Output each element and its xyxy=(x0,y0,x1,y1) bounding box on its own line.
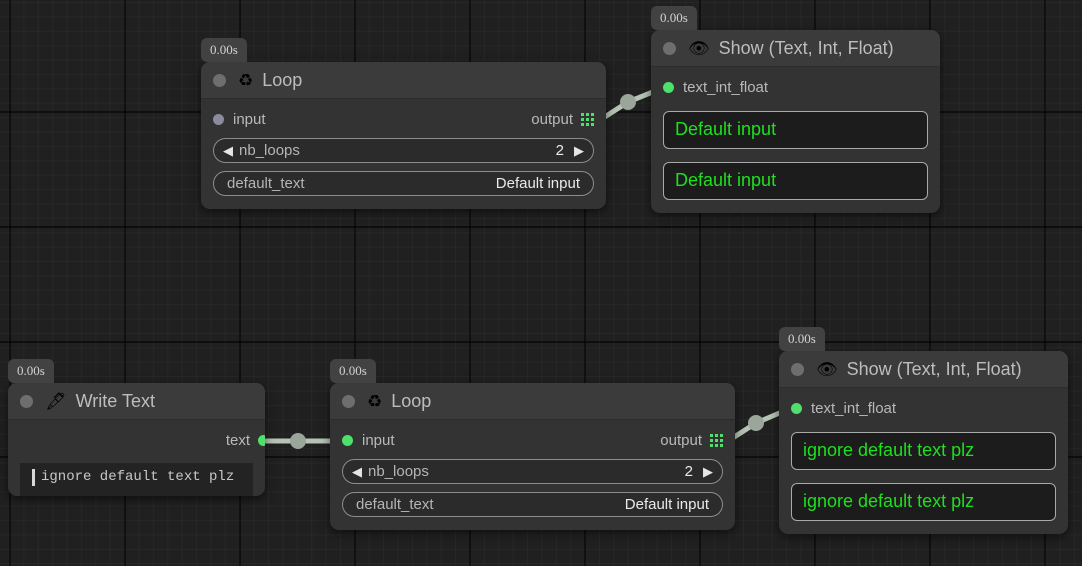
widget-label: default_text xyxy=(356,496,434,513)
show-output-box: Default input xyxy=(663,162,928,200)
node-content: input output ◀ nb_loops 2 ▶ default_text… xyxy=(201,99,606,209)
widget-value[interactable]: Default input xyxy=(624,496,709,513)
edge-reroute-dot[interactable] xyxy=(290,433,306,449)
collapse-dot[interactable] xyxy=(213,73,226,87)
recycle-icon: ♻ xyxy=(367,391,383,411)
input-socket-label: text_int_float xyxy=(811,399,897,417)
execution-time-badge: 0.00s xyxy=(201,38,247,62)
widget-label: default_text xyxy=(227,175,305,192)
widget-value[interactable]: 2 xyxy=(555,142,564,159)
collapse-dot[interactable] xyxy=(20,394,33,408)
edge-reroute-dot[interactable] xyxy=(748,415,764,431)
socket-row: text_int_float xyxy=(791,397,1056,419)
collapse-dot[interactable] xyxy=(791,362,804,376)
eye-icon: 👁 xyxy=(816,359,838,379)
node-body-write-text[interactable]: 🖋 Write Text text ignore default text pl… xyxy=(8,383,265,496)
node-title: Show (Text, Int, Float) xyxy=(718,37,894,58)
node-title: Write Text xyxy=(75,390,155,411)
socket-row: input output xyxy=(342,429,723,451)
output-socket-list-icon[interactable] xyxy=(710,433,723,447)
text-input-area[interactable]: ignore default text plz xyxy=(20,463,253,496)
execution-time-badge: 0.00s xyxy=(779,327,825,351)
node-header[interactable]: 👁 Show (Text, Int, Float) xyxy=(651,30,940,67)
collapse-dot[interactable] xyxy=(342,394,355,408)
node-title: Show (Text, Int, Float) xyxy=(846,358,1022,379)
output-socket-label: output xyxy=(660,431,702,449)
input-socket[interactable] xyxy=(213,113,224,125)
node-body-show-top[interactable]: 👁 Show (Text, Int, Float) text_int_float… xyxy=(651,30,940,213)
widget-value[interactable]: Default input xyxy=(495,175,580,192)
node-header[interactable]: ♻ Loop xyxy=(330,383,735,420)
output-socket[interactable] xyxy=(258,434,265,446)
node-header[interactable]: 👁 Show (Text, Int, Float) xyxy=(779,351,1068,388)
node-content: text_int_float ignore default text plz i… xyxy=(779,388,1068,534)
node-content: text ignore default text plz xyxy=(8,420,265,496)
socket-row: text xyxy=(20,429,265,451)
output-socket-label: text xyxy=(225,431,250,449)
socket-row: text_int_float xyxy=(663,76,928,98)
input-socket-label: input xyxy=(362,431,395,449)
input-socket[interactable] xyxy=(663,81,674,93)
node-header[interactable]: 🖋 Write Text xyxy=(8,383,265,420)
widget-nb-loops-stepper[interactable]: ◀ nb_loops 2 ▶ xyxy=(213,138,594,163)
show-output-box: ignore default text plz xyxy=(791,432,1056,470)
stepper-decrement-icon[interactable]: ◀ xyxy=(223,143,233,158)
output-socket-list-icon[interactable] xyxy=(581,112,594,126)
node-title: Loop xyxy=(391,390,432,411)
node-content: input output ◀ nb_loops 2 ▶ default_text… xyxy=(330,420,735,530)
text-input-value[interactable]: ignore default text plz xyxy=(41,469,235,485)
edge-reroute-dot[interactable] xyxy=(620,94,636,110)
recycle-icon: ♻ xyxy=(238,70,254,90)
stepper-increment-icon[interactable]: ▶ xyxy=(574,143,584,158)
widget-label: nb_loops xyxy=(239,142,300,159)
output-socket-label: output xyxy=(531,110,573,128)
socket-row: input output xyxy=(213,108,594,130)
execution-time-badge: 0.00s xyxy=(8,359,54,383)
stepper-increment-icon[interactable]: ▶ xyxy=(703,464,713,479)
input-socket-label: input xyxy=(233,110,266,128)
node-body-show-bottom[interactable]: 👁 Show (Text, Int, Float) text_int_float… xyxy=(779,351,1068,534)
execution-time-badge: 0.00s xyxy=(330,359,376,383)
widget-label: nb_loops xyxy=(368,463,429,480)
execution-time-badge: 0.00s xyxy=(651,6,697,30)
widget-value[interactable]: 2 xyxy=(684,463,693,480)
input-socket[interactable] xyxy=(342,434,353,446)
eye-icon: 👁 xyxy=(688,38,710,58)
collapse-dot[interactable] xyxy=(663,41,676,55)
pen-nib-icon: 🖋 xyxy=(45,391,67,411)
show-output-box: ignore default text plz xyxy=(791,483,1056,521)
widget-nb-loops-stepper[interactable]: ◀ nb_loops 2 ▶ xyxy=(342,459,723,484)
node-body-loop-top[interactable]: ♻ Loop input output ◀ nb_loops 2 ▶ xyxy=(201,62,606,209)
input-socket-label: text_int_float xyxy=(683,78,769,96)
text-caret xyxy=(32,469,35,486)
widget-default-text-field[interactable]: default_text Default input xyxy=(342,492,723,517)
show-output-box: Default input xyxy=(663,111,928,149)
stepper-decrement-icon[interactable]: ◀ xyxy=(352,464,362,479)
node-content: text_int_float Default input Default inp… xyxy=(651,67,940,213)
input-socket[interactable] xyxy=(791,402,802,414)
node-body-loop-bottom[interactable]: ♻ Loop input output ◀ nb_loops 2 ▶ xyxy=(330,383,735,530)
widget-default-text-field[interactable]: default_text Default input xyxy=(213,171,594,196)
node-title: Loop xyxy=(262,69,303,90)
node-header[interactable]: ♻ Loop xyxy=(201,62,606,99)
